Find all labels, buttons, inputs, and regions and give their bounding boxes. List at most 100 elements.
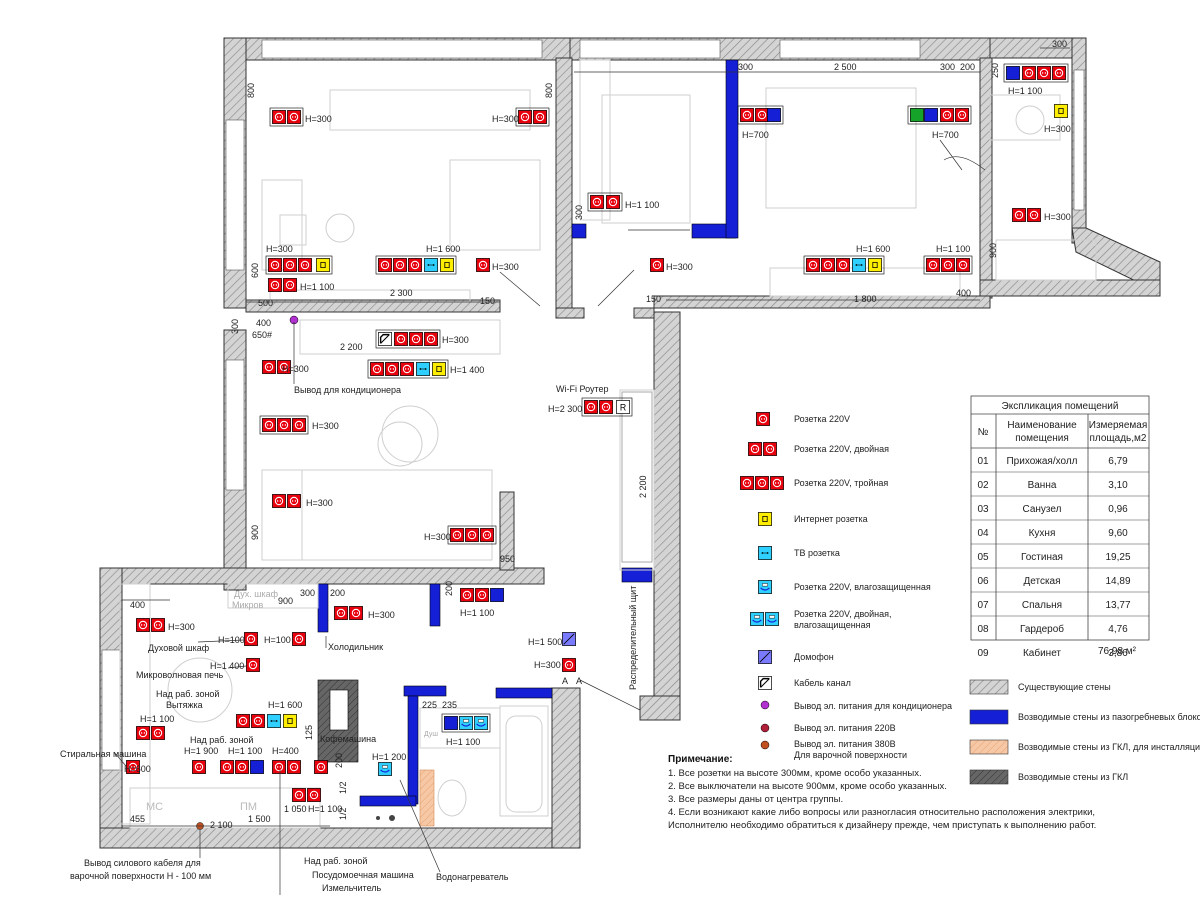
label-work-zone-1: Над раб. зоной (156, 689, 219, 699)
dim-1050: 1 050 (284, 804, 307, 814)
label-h1100-bed: Н=1 100 (936, 244, 970, 254)
label-h300-balcony: Н=300 (1044, 124, 1071, 134)
note-5: Исполнителю необходимо обратиться к диза… (668, 820, 1096, 831)
height-labels: Н=300 Н=300 Н=300 Н=1 100 Н=1 600 Н=300 … (124, 86, 1071, 814)
label-ghost-micro: Микров (232, 600, 263, 610)
table-row-no: 09 (977, 648, 989, 659)
label-disposer: Измельчитель (322, 883, 382, 893)
table-col-no: № (978, 427, 989, 438)
label-ghost-oven: Дух. шкаф (234, 589, 279, 599)
table-col-name-1: Наименование (1007, 420, 1077, 431)
table-row-no: 07 (977, 600, 989, 611)
label-h400-work: Н=400 (272, 746, 299, 756)
label-h300-living-sofa: Н=300 (424, 532, 451, 542)
label-mc: МС (146, 801, 163, 813)
legend-ac: Вывод эл. питания для кондиционера (794, 701, 952, 711)
label-h1400-living: Н=1 400 (450, 365, 484, 375)
table-row-area: 6,79 (1108, 456, 1128, 467)
label-h1500-intercom: Н=1 500 (528, 637, 562, 647)
label-work-zone-3: Над раб. зоной (304, 856, 367, 866)
dim-400-kitchen: 400 (130, 600, 145, 610)
legend-cable-channel: Кабель канал (794, 678, 851, 688)
new-block-walls (317, 59, 739, 827)
label-dishwasher: Посудомоечная машина (312, 870, 414, 880)
dim-250: 250 (990, 63, 1000, 78)
legend-380: Вывод эл. питания 380В (794, 739, 896, 749)
label-h300-kids-door: Н=300 (492, 262, 519, 272)
legend-tv: ТВ розетка (794, 548, 840, 558)
dimension-lines: 800 800 300 2 500 300 200 300 250 900 60… (122, 39, 1070, 830)
dim-150-b: 150 (646, 294, 661, 304)
dim-125: 125 (304, 725, 314, 740)
dim-1800: 1 800 (854, 294, 877, 304)
label-water-heater: Водонагреватель (436, 872, 509, 882)
table-row-name: Гостиная (1021, 552, 1063, 563)
table-row-area: 9,60 (1108, 528, 1128, 539)
dim-2200-living: 2 200 (340, 342, 363, 352)
table-row-no: 06 (977, 576, 989, 587)
label-h1100-balcony: Н=1 100 (1008, 86, 1042, 96)
table-row-no: 08 (977, 624, 989, 635)
dim-2200-hall: 2 200 (638, 475, 648, 498)
dim-900-living: 900 (250, 525, 260, 540)
note-4: 4. Если возникают какие либо вопросы или… (668, 807, 1095, 818)
legend-socket-double: Розетка 220V, двойная (794, 444, 889, 454)
label-h1100-cabinet: Н=1 100 (625, 200, 659, 210)
label-h1600-bed: Н=1 600 (856, 244, 890, 254)
socket-group-frames (259, 63, 1069, 733)
table-row-name: Спальня (1022, 600, 1062, 611)
dim-225: 225 (422, 700, 437, 710)
legend-internet: Интернет розетка (794, 514, 868, 524)
dim-235: 235 (442, 700, 457, 710)
label-coffee: Кофемашина (320, 734, 376, 744)
dim-300-cab: 300 (574, 205, 584, 220)
label-pm: ПМ (240, 801, 257, 813)
label-h700-bed-left: Н=700 (742, 130, 769, 140)
table-row-area: 3,10 (1108, 480, 1128, 491)
notes: Примечание: 1. Все розетки на высоте 300… (668, 754, 1096, 831)
table-total: 76,98 м² (1098, 646, 1137, 657)
legend-socket-triple: Розетка 220V, тройная (794, 478, 888, 488)
note-1: 1. Все розетки на высоте 300мм, кроме ос… (668, 768, 922, 779)
label-h300-cabinet: Н=300 (666, 262, 693, 272)
legend-wall-blocks: Возводимые стены из пазогребневых блоков (1018, 712, 1200, 722)
label-h300-living-top: Н=300 (442, 335, 469, 345)
dim-900-kitchen: 900 (278, 596, 293, 606)
table-row-name: Прихожая/холл (1006, 456, 1077, 467)
table-row-name: Санузел (1023, 504, 1062, 515)
label-h100-oven: Н=100 (218, 635, 245, 645)
dim-section-a1: А (562, 676, 568, 686)
dim-600: 600 (250, 263, 260, 278)
dim-2100: 2 100 (210, 820, 233, 830)
label-washer: Стиральная машина (60, 749, 146, 759)
dim-half-2: 1/2 (338, 807, 348, 820)
legend: Розетка 220V Розетка 220V, двойная Розет… (740, 412, 1200, 785)
table-col-area-1: Измеряемая (1089, 420, 1148, 431)
label-microwave: Микроволновая печь (136, 670, 224, 680)
dim-half-1: 1/2 (338, 781, 348, 794)
legend-intercom: Домофон (794, 652, 834, 662)
label-h2300-router: Н=2 300 (548, 404, 582, 414)
legend-380-2: Для варочной поверхности (794, 750, 907, 760)
dim-200: 200 (960, 62, 975, 72)
dim-500: 500 (258, 298, 273, 308)
table-row-area: 4,76 (1108, 624, 1128, 635)
label-shower: Душ (424, 731, 438, 738)
label-h300-kids-top: Н=300 (305, 114, 332, 124)
label-h600-washer: Н=600 (124, 764, 151, 774)
notes-title: Примечание: (668, 754, 733, 765)
table-title: Экспликация помещений (1002, 401, 1119, 412)
table-row-no: 04 (977, 528, 989, 539)
dim-900-balcony: 900 (988, 243, 998, 258)
label-h1200-bath: Н=1 200 (372, 752, 406, 762)
table-row-name: Ванна (1028, 480, 1057, 491)
table-col-area-2: площадь,м2 (1090, 433, 1147, 444)
power-outlets (196, 315, 395, 830)
legend-socket: Розетка 220V (794, 414, 850, 424)
label-h1100-work: Н=1 100 (228, 746, 262, 756)
label-power-cable-2: варочной поверхности Н - 100 мм (70, 871, 211, 881)
label-h1600-hood: Н=1 600 (268, 700, 302, 710)
label-h700-bed-right: Н=700 (932, 130, 959, 140)
table-row-name: Кабинет (1023, 647, 1061, 659)
